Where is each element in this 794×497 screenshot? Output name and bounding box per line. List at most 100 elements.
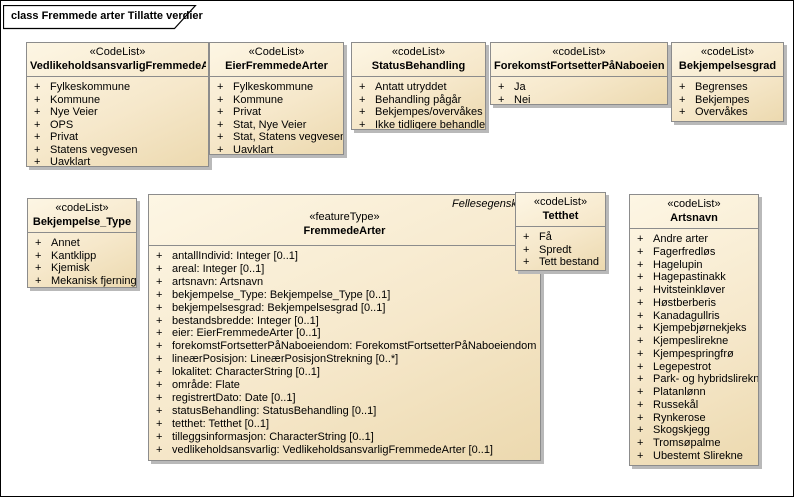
visibility-plus-icon: + (498, 81, 505, 93)
visibility-plus-icon: + (359, 81, 366, 93)
enum-literal-list: +Annet+Kantklipp+Kjemisk+Mekanisk fjerni… (28, 233, 136, 288)
codelist-box-eier-fremmede-arter[interactable]: «CodeList» EierFremmedeArter +Fylkeskomm… (209, 42, 344, 155)
enum-literal-row: + Mekanisk fjerning (28, 275, 136, 288)
box-header: «CodeList» VedlikeholdsansvarligFremmede… (27, 43, 208, 77)
class-name: Tetthet (542, 210, 579, 222)
title-tab-shape (3, 5, 197, 30)
diagram-title: class Fremmede arter Tillatte verdier (11, 10, 203, 22)
attribute-row: +antallIndivid: Integer [0..1] (149, 250, 540, 263)
enum-literal-row: +Uavklart (27, 156, 208, 167)
enum-literal-row: +Antatt utryddet (352, 81, 485, 94)
visibility-plus-icon: + (156, 262, 163, 275)
class-name: ForekomstFortsetterPåNaboeiendom (494, 60, 665, 72)
visibility-plus-icon: + (156, 301, 163, 314)
visibility-plus-icon: + (679, 106, 686, 118)
enum-literal-row: +Skogskjegg (630, 424, 758, 437)
box-header: «codeList» ForekomstFortsetterPåNaboeien… (491, 43, 667, 77)
visibility-plus-icon: + (523, 243, 530, 256)
visibility-plus-icon: + (35, 237, 42, 249)
box-header: «codeList» StatusBehandling (352, 43, 485, 77)
codelist-box-status-behandling[interactable]: «codeList» StatusBehandling +Antatt utry… (351, 42, 486, 130)
visibility-plus-icon: + (34, 93, 41, 106)
attribute-row: + areal: Integer [0..1] (149, 263, 540, 276)
visibility-plus-icon: + (217, 118, 224, 131)
stereotype-label: «codeList» (552, 46, 606, 58)
item-label: Hagepastinakk (653, 271, 726, 284)
class-name: Bekjempelse_Type (32, 216, 132, 228)
enum-literal-row: +Privat (27, 131, 208, 144)
enum-literal-row: +Statens vegvesen (27, 144, 208, 157)
item-label: bekjempelsesgrad: Bekjempelsesgrad [0..1… (172, 301, 386, 314)
item-label: Hvitsteinkløver (653, 284, 726, 296)
visibility-plus-icon: + (156, 366, 163, 379)
class-name: Artsnavn (670, 212, 718, 224)
item-label: Statens vegvesen (50, 143, 138, 156)
visibility-plus-icon: + (35, 249, 42, 262)
visibility-plus-icon: + (156, 250, 163, 262)
item-label: Ubestemt Slirekne (653, 449, 743, 462)
item-label: Hagelupin (653, 258, 703, 271)
attribute-row: + bekjempelsesgrad: Bekjempelsesgrad [0..… (149, 302, 540, 315)
visibility-plus-icon: + (34, 81, 41, 93)
item-label: statusBehandling: StatusBehandling [0..1… (172, 404, 377, 417)
visibility-plus-icon: + (217, 106, 224, 118)
enum-literal-row: +Fagerfredløs (630, 246, 758, 259)
enum-literal-row: +Kjempebjørnekjeks (630, 322, 758, 335)
enum-literal-row: +Uavklart (210, 143, 343, 155)
codelist-box-vedlikeholdsansvarlig-fremmede-arter[interactable]: «CodeList» VedlikeholdsansvarligFremmede… (26, 42, 209, 167)
visibility-plus-icon: + (637, 296, 644, 309)
item-label: Spredt (539, 243, 572, 256)
visibility-plus-icon: + (34, 156, 41, 167)
visibility-plus-icon: + (637, 411, 644, 424)
visibility-plus-icon: + (637, 309, 644, 322)
item-label: Russekål (653, 398, 699, 411)
item-label: areal: Integer [0..1] (172, 262, 265, 275)
visibility-plus-icon: + (217, 81, 224, 93)
visibility-plus-icon: + (35, 274, 42, 287)
item-label: Stat, Statens vegvesen (233, 131, 344, 143)
visibility-plus-icon: + (217, 131, 224, 143)
stereotype-label: «codeList» (55, 202, 109, 214)
enum-literal-list: +Andre arter+Fagerfredløs+Hagelupin+Hage… (630, 229, 758, 465)
item-label: Legepestrot (653, 360, 712, 373)
item-label: Privat (233, 106, 262, 118)
featuretype-box-fremmede-arter[interactable]: Fellesegenskaper «featureType» FremmedeA… (148, 194, 541, 461)
item-label: lineærPosisjon: LineærPosisjonStrekning … (172, 353, 399, 366)
enum-literal-row: +Annet (28, 237, 136, 250)
visibility-plus-icon: + (156, 430, 163, 443)
enum-literal-row: +Russekål (630, 399, 758, 412)
enum-literal-row: +Kjempeslirekne (630, 335, 758, 348)
visibility-plus-icon: + (217, 143, 224, 155)
codelist-box-artsnavn[interactable]: «codeList» Artsnavn +Andre arter+Fagerfr… (629, 194, 759, 466)
enum-literal-list: +Ja+Nei (491, 77, 667, 104)
item-label: Kommune (233, 93, 284, 106)
item-label: Mekanisk fjerning (51, 274, 137, 287)
item-label: forekomstFortsetterPåNaboeiendom: Foreko… (172, 340, 541, 353)
enum-literal-row: +Kjempespringfrø (630, 348, 758, 361)
enum-literal-row: +Hagelupin (630, 259, 758, 272)
box-header: «CodeList» EierFremmedeArter (210, 43, 343, 77)
visibility-plus-icon: + (637, 437, 644, 449)
attribute-row: +tilleggsinformasjon: CharacterString [0… (149, 431, 540, 444)
enum-literal-row: + Privat (210, 106, 343, 119)
visibility-plus-icon: + (637, 322, 644, 335)
stereotype-label: «CodeList» (89, 46, 146, 58)
item-label: Kantklipp (51, 249, 97, 262)
enum-literal-row: + Stat, Statens vegvesen (210, 131, 343, 144)
box-header: «codeList» Artsnavn (630, 195, 758, 229)
codelist-box-tetthet[interactable]: «codeList» Tetthet +Få+Spredt+Tett besta… (515, 192, 606, 271)
enum-literal-row: +Kjemisk (28, 262, 136, 275)
item-label: Stat, Nye Veier (233, 118, 307, 131)
visibility-plus-icon: + (679, 93, 686, 106)
enum-literal-row: +Nye Veier (27, 106, 208, 119)
codelist-box-bekjempelsesgrad[interactable]: «codeList» Bekjempelsesgrad +Begrenses+B… (671, 42, 784, 122)
visibility-plus-icon: + (156, 417, 163, 430)
stereotype-label: «codeList» (667, 198, 721, 210)
codelist-box-bekjempelse-type[interactable]: «codeList» Bekjempelse_Type +Annet+Kantk… (27, 198, 137, 288)
visibility-plus-icon: + (156, 275, 163, 288)
item-label: Tromsøpalme (653, 437, 721, 449)
codelist-box-forekomst-fortsetter-pa-naboeiendom[interactable]: «codeList» ForekomstFortsetterPåNaboeien… (490, 42, 668, 105)
class-name: StatusBehandling (371, 60, 466, 72)
attribute-row: +eier: EierFremmedeArter [0..1] (149, 327, 540, 340)
item-label: bestandsbredde: Integer [0..1] (172, 314, 319, 327)
